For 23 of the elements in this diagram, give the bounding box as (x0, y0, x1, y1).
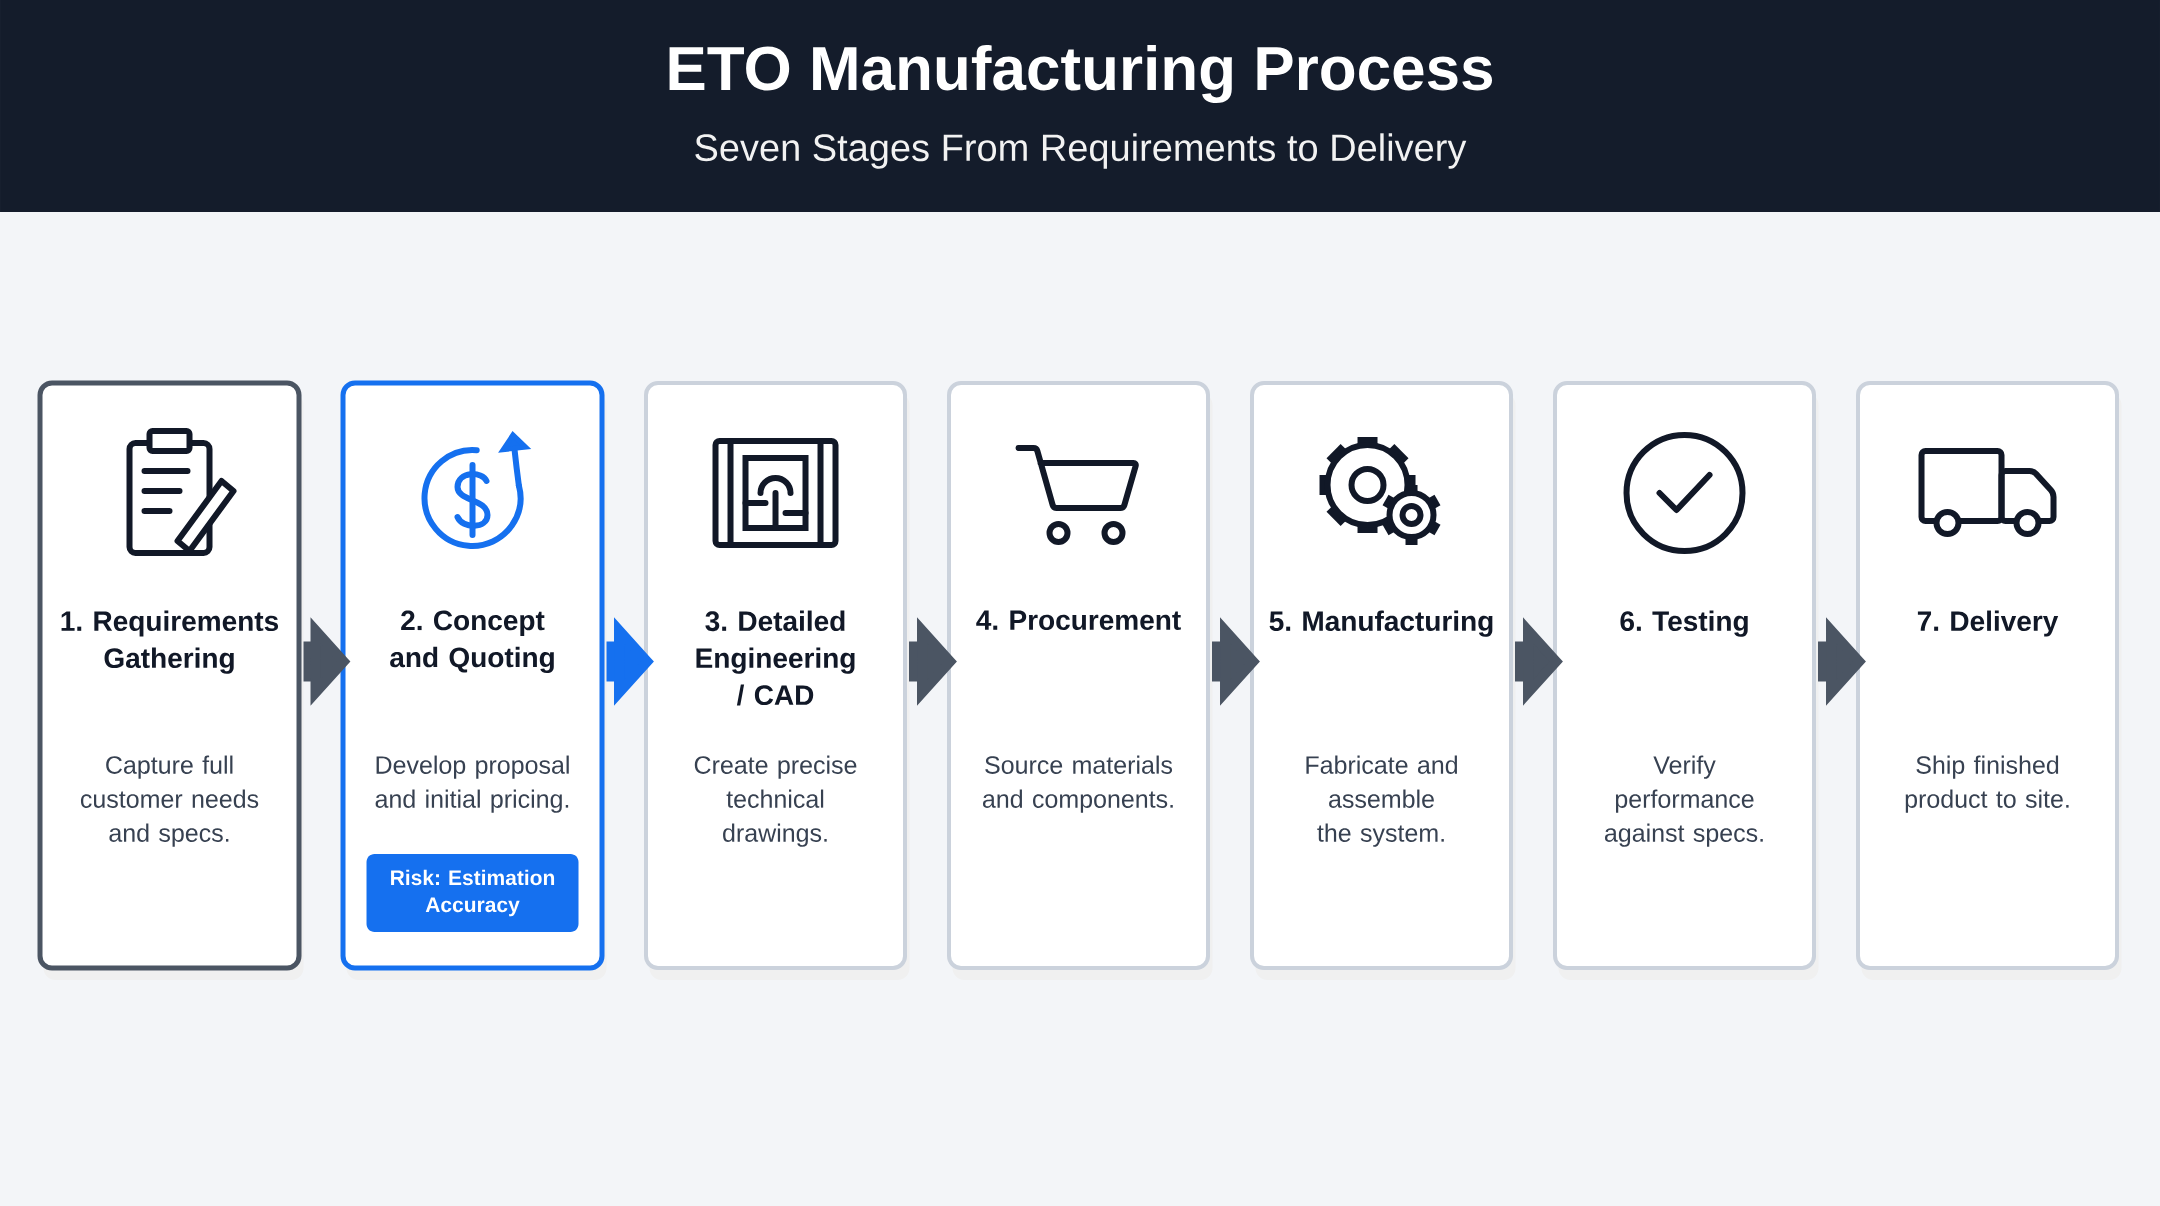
stage-description: Fabricate and assemble the system. (1306, 755, 1457, 847)
stage-title: 7. Delivery (1917, 610, 2059, 637)
stage-title: 4. Procurement (976, 610, 1181, 631)
risk-badge: Risk: Estimation Accuracy (366, 854, 579, 932)
stage-title: 3. Detailed Engineering / CAD (696, 610, 855, 706)
title: ETO Manufacturing Process (669, 44, 1492, 104)
process-card (1856, 381, 2122, 980)
stage-title: 6. Testing (1620, 610, 1748, 637)
process-card (644, 381, 910, 980)
subtitle: Seven Stages From Requirements to Delivery (695, 133, 1467, 169)
process-card (1250, 381, 1516, 980)
process-card (1553, 381, 1819, 980)
stage-description: Verify performance against specs. (1605, 755, 1763, 847)
stage-description: Create precise technical drawings. (694, 755, 857, 847)
stage-description: Ship finished product to site. (1905, 755, 2069, 813)
stage-description: Source materials and components. (983, 755, 1173, 813)
stage-description: Develop proposal and initial pricing. (375, 755, 569, 813)
process-card (947, 381, 1213, 980)
process-card (37, 380, 304, 980)
stage-title: 5. Manufacturing (1269, 610, 1493, 637)
stage-description: Capture full customer needs and specs. (80, 755, 259, 847)
stage-title: 2. Concept and Quoting (390, 610, 554, 673)
stage-title: 1. Requirements Gathering (61, 610, 279, 674)
